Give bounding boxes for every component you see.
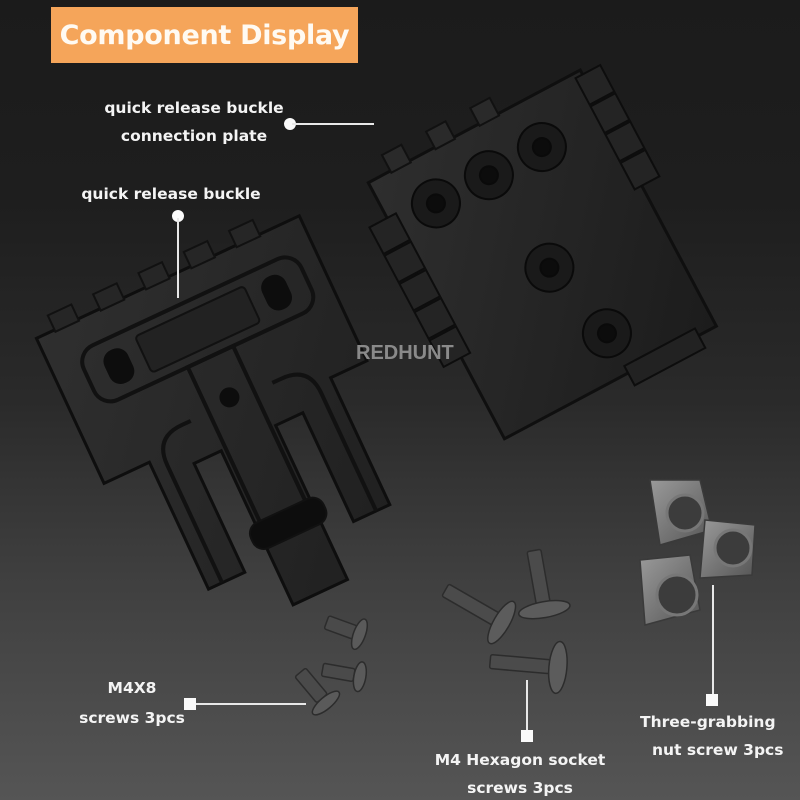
callout-dot-connection-plate — [284, 118, 296, 130]
callout-m4x8-screws: M4X8 screws 3pcs — [74, 673, 190, 733]
leader-line-m4x8-screws — [196, 703, 306, 705]
callout-line-2: nut screw 3pcs — [652, 741, 784, 759]
callout-line-1: quick release buckle — [104, 99, 284, 117]
brand-watermark: REDHUNT — [356, 342, 454, 364]
callout-line-2: connection plate — [120, 127, 268, 145]
leader-line-connection-plate — [292, 123, 374, 125]
hex-socket-screws-image — [441, 548, 571, 695]
leader-line-buckle — [177, 218, 179, 298]
callout-line-1: Three-grabbing — [640, 713, 776, 731]
quick-release-buckle-image — [34, 213, 392, 607]
m4x8-screws-image — [294, 615, 369, 716]
callout-marker-m4x8-screws — [184, 698, 196, 710]
page-title: Component Display — [59, 19, 350, 51]
callout-line-1: M4 Hexagon socket — [434, 751, 606, 769]
title-badge: Component Display — [51, 7, 358, 63]
connection-plate-image — [366, 63, 719, 441]
callout-line-1: quick release buckle — [81, 185, 261, 203]
callout-marker-t-nuts — [706, 694, 718, 706]
leader-line-t-nuts — [712, 585, 714, 695]
leader-line-hex-socket-screws — [526, 680, 528, 730]
callout-line-2: screws 3pcs — [467, 779, 573, 797]
callout-hex-socket-screws: M4 Hexagon socket screws 3pcs — [426, 746, 614, 800]
callout-line-1: M4X8 — [107, 679, 157, 697]
t-nuts-image — [639, 479, 756, 626]
callout-dot-buckle — [172, 210, 184, 222]
callout-connection-plate: quick release buckle connection plate — [102, 94, 286, 150]
callout-marker-hex-socket-screws — [521, 730, 533, 742]
callout-line-2: screws 3pcs — [79, 709, 185, 727]
callout-buckle: quick release buckle — [76, 180, 266, 208]
callout-t-nuts: Three-grabbing nut screw 3pcs — [634, 708, 800, 764]
